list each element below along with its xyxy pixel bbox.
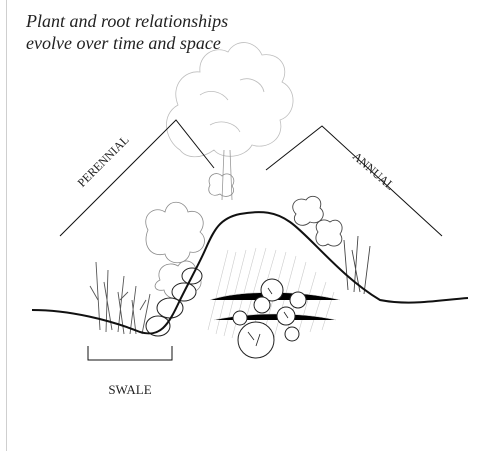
annual-label: ANNUAL [350,149,397,193]
annual-plants [293,196,370,294]
annual-bracket [266,126,442,236]
stones [146,268,202,336]
perennial-label: PERENNIAL [75,133,132,190]
swale-label: SWALE [108,382,151,397]
tree-illustration [166,43,293,200]
swale-bracket [88,346,172,360]
swale-grasses [90,262,150,334]
